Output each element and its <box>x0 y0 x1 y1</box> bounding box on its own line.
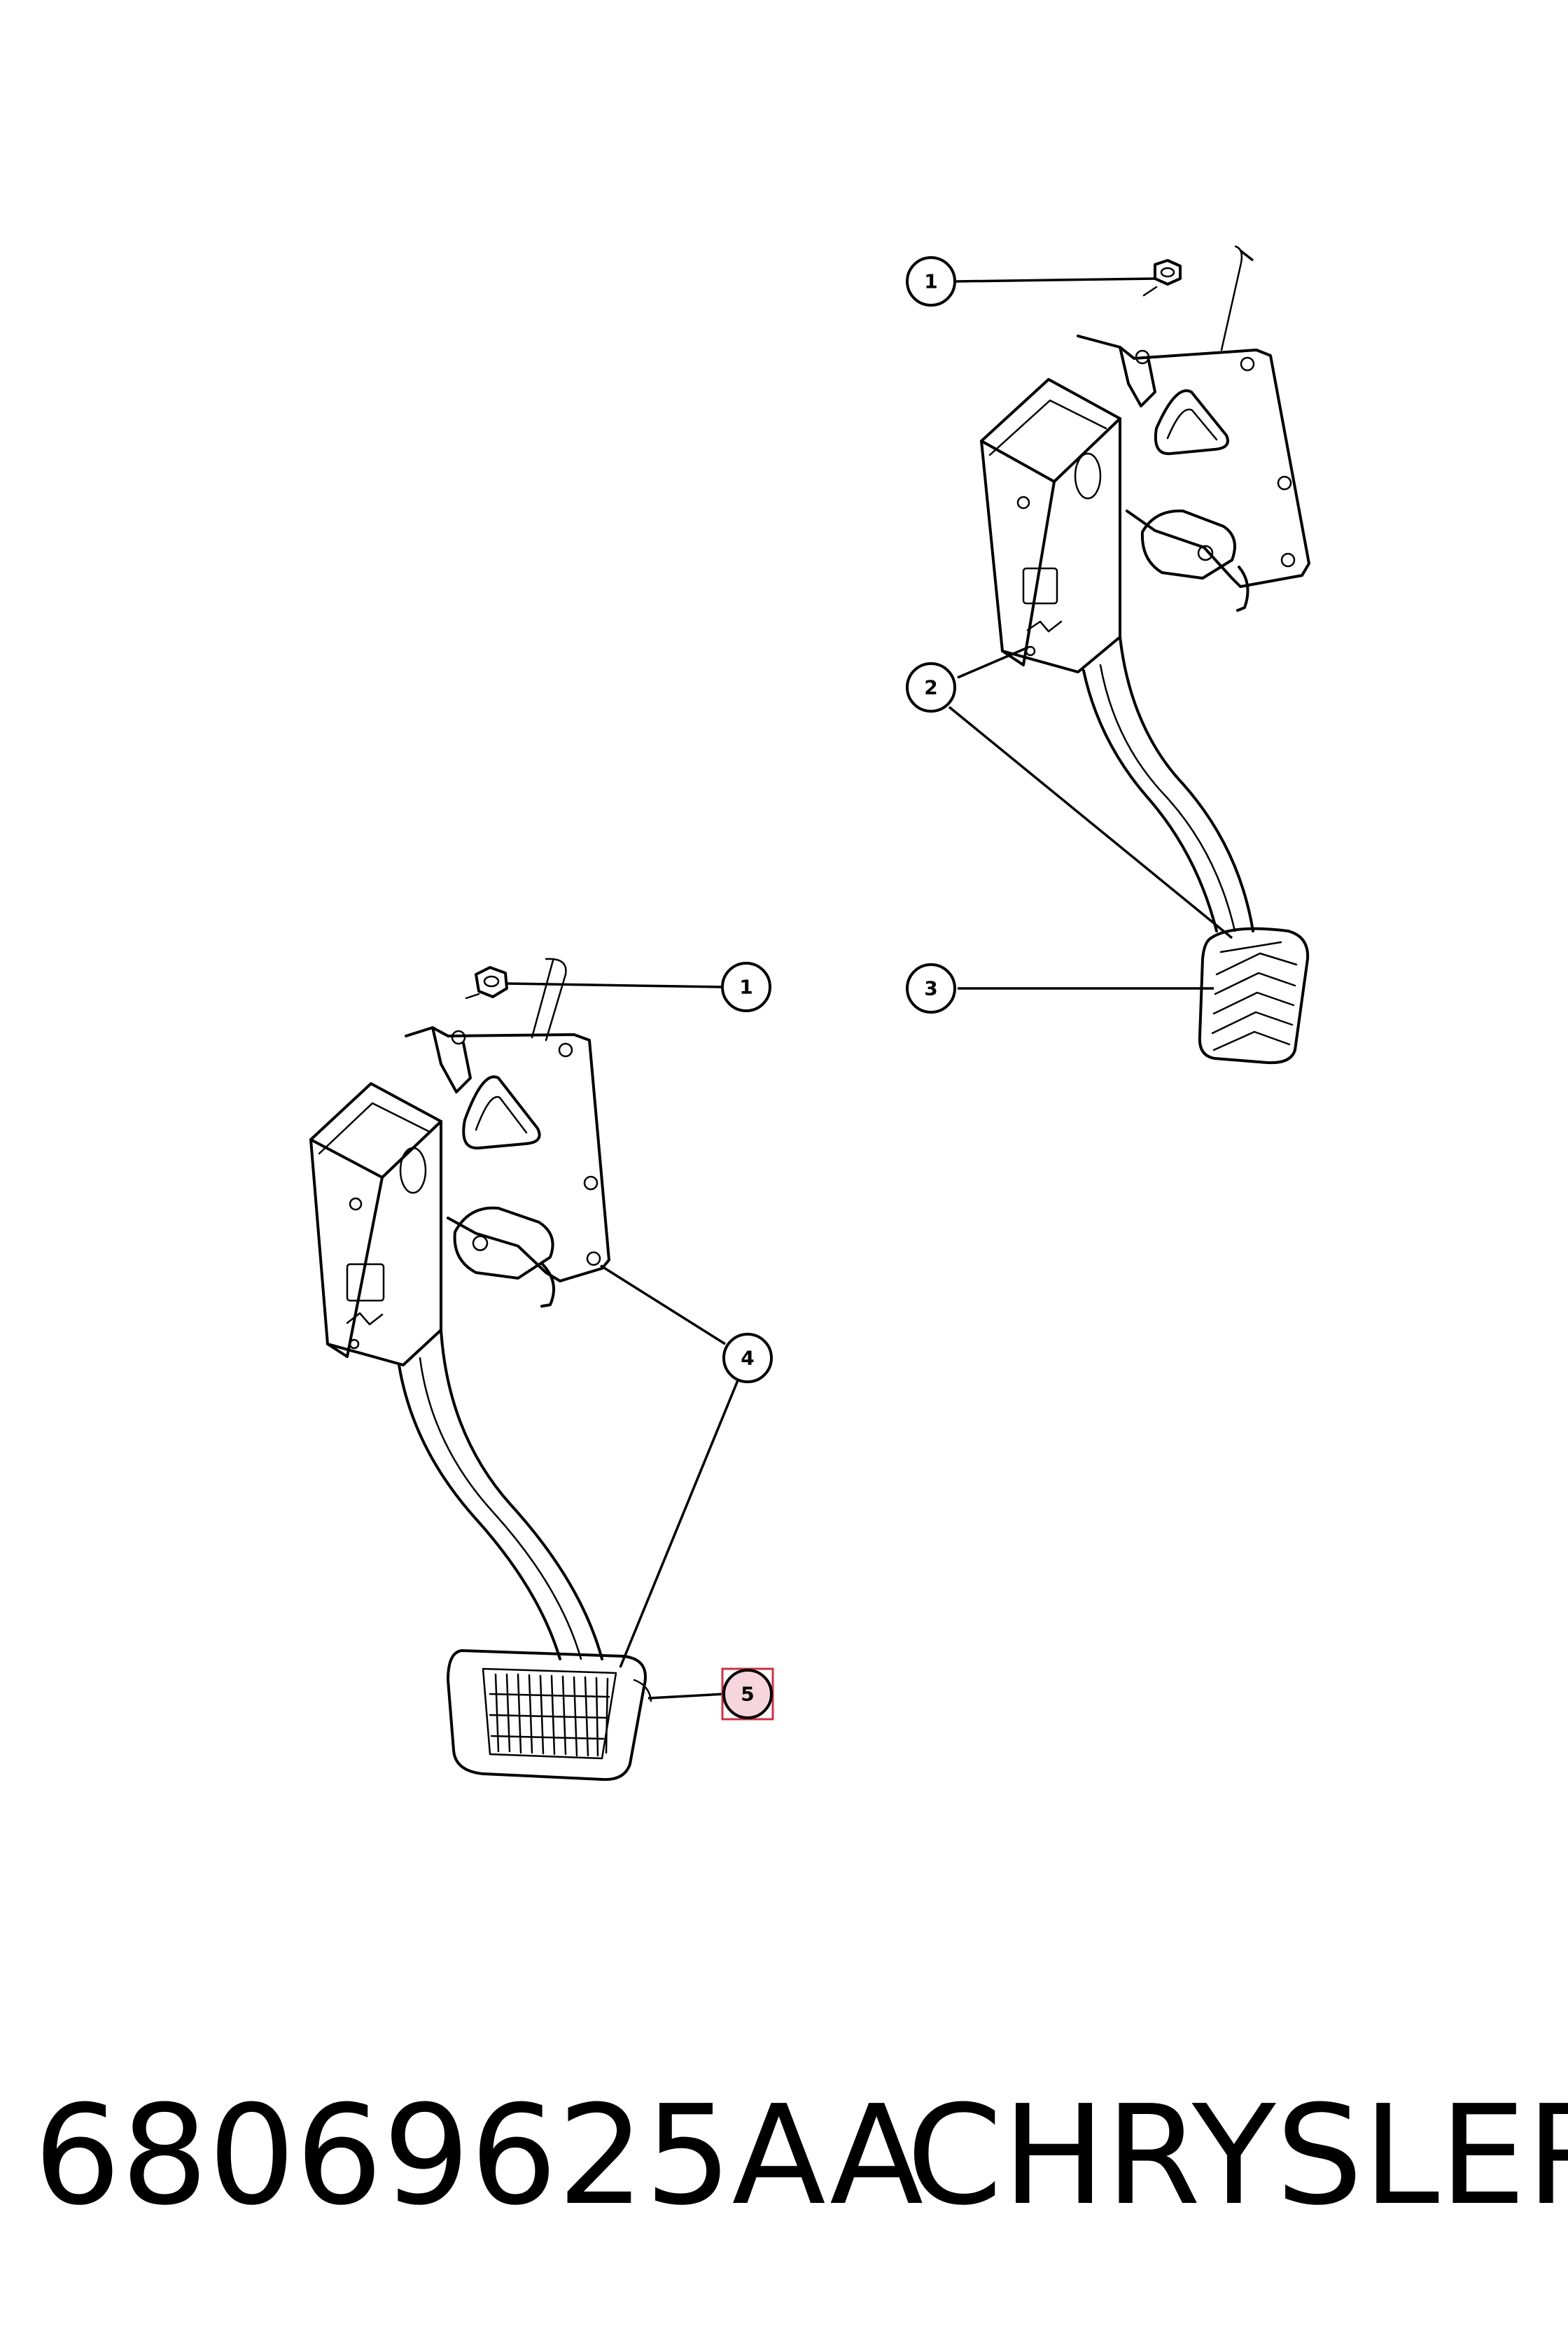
callout-label: 3 <box>924 977 937 1000</box>
upper-pedal-pad <box>1198 927 1310 1065</box>
callout-lower-5[interactable]: 5 <box>721 1667 774 1721</box>
upper-pedal-assembly <box>948 245 1310 1065</box>
callout-upper-3[interactable]: 3 <box>906 963 956 1014</box>
callout-lower-4[interactable]: 4 <box>722 1333 773 1383</box>
upper-leader-1b <box>1239 249 1254 262</box>
brand-caption: CHRYSLER <box>906 2076 1568 2236</box>
upper-pivot-box <box>980 378 1121 673</box>
lower-stud <box>531 958 567 1042</box>
callout-label: 1 <box>739 976 752 999</box>
lower-leader-4b <box>619 1380 739 1668</box>
callout-label: 2 <box>924 676 937 699</box>
callout-label: 5 <box>741 1683 754 1706</box>
lower-pedal-assembly <box>309 958 739 1782</box>
upper-bracket <box>1077 335 1310 612</box>
lower-pedal-pad <box>447 1649 652 1782</box>
part-number-caption: 68069625AA <box>34 2076 924 2236</box>
upper-pedal-arm <box>1082 636 1254 932</box>
lower-pedal-arm <box>398 1329 603 1660</box>
upper-leader-2b <box>948 706 1233 939</box>
lower-bracket <box>405 1026 610 1308</box>
lower-leader-1 <box>506 982 722 988</box>
callout-upper-2[interactable]: 2 <box>906 662 956 713</box>
lower-leader-5 <box>648 1693 724 1700</box>
callout-lower-1[interactable]: 1 <box>721 962 771 1012</box>
upper-leader-1 <box>955 277 1157 283</box>
callout-label: 1 <box>924 270 937 293</box>
callout-label: 4 <box>741 1347 754 1370</box>
callout-upper-1[interactable]: 1 <box>906 256 956 307</box>
upper-leader-2a <box>957 647 1027 679</box>
upper-stud <box>1220 245 1243 351</box>
lower-leader-4a <box>600 1264 726 1345</box>
lower-mounting-nut <box>465 966 508 1000</box>
lower-pivot-box <box>309 1082 442 1366</box>
